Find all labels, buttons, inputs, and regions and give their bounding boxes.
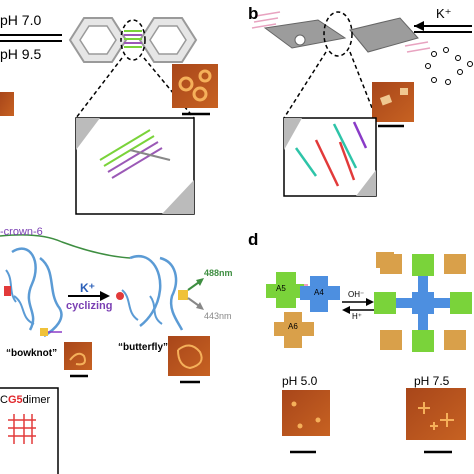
panel-d-letter: d — [248, 230, 259, 249]
zoom-box-a — [75, 117, 195, 215]
zoom-line-a-left — [75, 57, 123, 119]
g-quadruplex-icon — [8, 414, 36, 444]
cyclizing-label: cyclizing — [66, 300, 113, 312]
tile-a4 — [300, 276, 340, 312]
potassium-label: K⁺ — [436, 6, 452, 21]
afm-image-b — [372, 82, 414, 128]
afm-image-a — [0, 64, 218, 116]
crown-ether-icon — [425, 47, 473, 85]
ph-bottom-label: pH 9.5 — [0, 46, 42, 62]
potassium-arrows — [414, 21, 472, 33]
crown-ether-label: -crown-6 — [0, 226, 43, 238]
butterfly-label: “butterfly” — [118, 342, 168, 353]
origami-sheets — [251, 11, 431, 53]
butterfly-structure — [116, 255, 204, 331]
emission-443-label: 443nm — [204, 311, 232, 321]
zoom-line-b-right — [349, 51, 377, 119]
ph-top-label: pH 7.0 — [0, 12, 42, 28]
afm-image-bowknot — [64, 342, 92, 378]
bowknot-structure — [4, 247, 63, 338]
panel-e-frame — [0, 387, 59, 474]
potassium-label-c: K⁺ — [80, 281, 95, 295]
zoom-ellipse-a — [120, 19, 146, 61]
equilibrium-arrows — [342, 298, 374, 314]
zoom-box-b — [283, 117, 377, 197]
forward-arrow — [0, 34, 62, 36]
zoom-line-b-left — [283, 51, 327, 119]
reverse-arrow — [0, 40, 62, 42]
hexagon-dimer — [68, 17, 198, 63]
crown-connector — [0, 234, 131, 259]
emission-488-label: 488nm — [204, 268, 233, 278]
ph5-label: pH 5.0 — [282, 374, 318, 388]
hydroxide-label: OH⁻ — [348, 290, 365, 299]
tile-a5-label: A5 — [276, 284, 286, 293]
panel-e-title: CG5dimer — [0, 394, 50, 406]
afm-image-ph75 — [406, 388, 466, 454]
tile-a6-label: A6 — [288, 322, 298, 331]
lattice-assembly — [374, 252, 472, 352]
cyclize-arrow — [68, 291, 110, 301]
proton-label: H⁺ — [352, 312, 362, 321]
tile-a6 — [274, 312, 314, 348]
bowknot-label: “bowknot” — [6, 348, 58, 359]
tile-a4-label: A4 — [314, 288, 324, 297]
panel-b-letter: b — [248, 4, 259, 23]
panel-e-highlight: G5 — [7, 394, 23, 406]
panel-e-suffix: dimer — [22, 394, 51, 406]
ph75-label: pH 7.5 — [414, 374, 450, 388]
afm-image-butterfly — [168, 336, 210, 384]
panel-e-prefix: C — [0, 394, 8, 406]
zoom-ellipse-b — [323, 11, 353, 57]
afm-image-ph5 — [282, 390, 330, 454]
